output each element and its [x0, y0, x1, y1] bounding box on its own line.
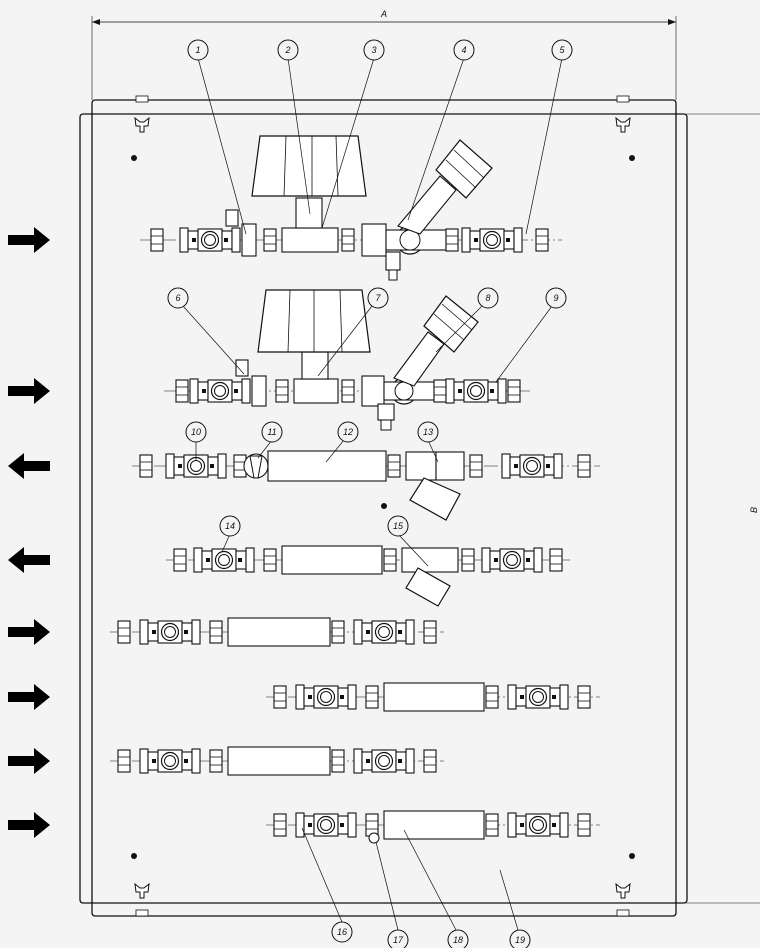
ball-valve-icon — [295, 684, 357, 710]
balloon-label: 5 — [559, 45, 565, 55]
flow-arrows — [8, 227, 50, 838]
strainer-icon — [409, 477, 461, 521]
balloon-circle — [367, 287, 389, 309]
ball-valve-icon — [481, 547, 543, 573]
pipe-row-6 — [266, 682, 600, 712]
ball-valve-icon — [295, 812, 357, 838]
balloon-circle — [453, 39, 475, 61]
balloon-circle — [331, 921, 353, 943]
ball-valve-icon — [501, 453, 563, 479]
balloon-label: 2 — [284, 45, 290, 55]
balloon-label: 12 — [343, 427, 353, 437]
flow-arrow-right-icon — [8, 619, 50, 645]
pipe-row-4 — [166, 545, 570, 607]
actuator-icon — [251, 135, 367, 197]
balloon-label: 3 — [371, 45, 376, 55]
balloon-label: 10 — [191, 427, 201, 437]
flow-arrow-right-icon — [8, 227, 50, 253]
balloon-circle — [363, 39, 385, 61]
pipe-row-8 — [266, 810, 600, 844]
mounting-panel — [79, 95, 688, 917]
balloon-label: 16 — [337, 927, 347, 937]
pipe-row-5 — [110, 617, 444, 647]
balancing-valve-icon — [435, 139, 493, 199]
ball-valve-icon — [507, 684, 569, 710]
balloon-label: 14 — [225, 521, 235, 531]
ball-valve-icon — [461, 227, 523, 253]
flow-arrow-right-icon — [8, 684, 50, 710]
balloon-circle — [277, 39, 299, 61]
pipe-row-2 — [164, 289, 530, 431]
balloon-label: 9 — [553, 293, 558, 303]
dimension-b: B — [686, 113, 760, 904]
ball-valve-icon — [139, 619, 201, 645]
wing-nut-icon — [615, 117, 631, 133]
flow-arrow-right-icon — [8, 748, 50, 774]
balloon-circle — [551, 39, 573, 61]
balloon-circle — [337, 421, 359, 443]
balloon-circle — [261, 421, 283, 443]
balloon-label: 8 — [485, 293, 490, 303]
balancing-valve-icon — [423, 295, 479, 353]
balloon-circle — [187, 39, 209, 61]
balloon-label: 6 — [175, 293, 180, 303]
balloon-circle — [387, 515, 409, 537]
pipe-row-3 — [132, 450, 600, 521]
balloon-label: 17 — [393, 935, 404, 945]
wing-nut-icon — [134, 117, 150, 133]
balloon-label: 1 — [195, 45, 200, 55]
flow-arrow-right-icon — [8, 812, 50, 838]
dimension-b-label: B — [749, 507, 759, 513]
balloon-label: 7 — [375, 293, 381, 303]
balloon-label: 15 — [393, 521, 404, 531]
balloon-circle — [185, 421, 207, 443]
flow-arrow-right-icon — [8, 378, 50, 404]
flow-arrow-left-icon — [8, 547, 50, 573]
ball-valve-icon — [179, 227, 241, 253]
wing-nut-icon — [615, 883, 631, 899]
balloon-circle — [477, 287, 499, 309]
balloon-label: 11 — [267, 427, 276, 437]
dimension-a: A — [91, 9, 677, 100]
balloon-circle — [219, 515, 241, 537]
ball-valve-icon — [189, 378, 251, 404]
balloon-label: 13 — [423, 427, 433, 437]
balloon-label: 18 — [453, 935, 463, 945]
flow-arrow-left-icon — [8, 453, 50, 479]
strainer-icon — [405, 567, 451, 607]
ball-valve-icon — [139, 748, 201, 774]
ball-valve-icon — [445, 378, 507, 404]
balloon-circle — [509, 929, 531, 948]
ball-valve-icon — [353, 748, 415, 774]
balloon-circle — [167, 287, 189, 309]
pipe-row-1 — [140, 135, 562, 281]
balloon-circle — [387, 929, 409, 948]
balloon-circle — [545, 287, 567, 309]
ball-valve-icon — [193, 547, 255, 573]
balloon-label: 19 — [515, 935, 525, 945]
pipe-row-7 — [110, 746, 444, 776]
ball-valve-icon — [507, 812, 569, 838]
balloon-label: 4 — [461, 45, 466, 55]
dimension-a-label: A — [380, 9, 387, 19]
balloon-circle — [447, 929, 469, 948]
balloon-circle — [417, 421, 439, 443]
wing-nut-icon — [134, 883, 150, 899]
ball-valve-icon — [353, 619, 415, 645]
